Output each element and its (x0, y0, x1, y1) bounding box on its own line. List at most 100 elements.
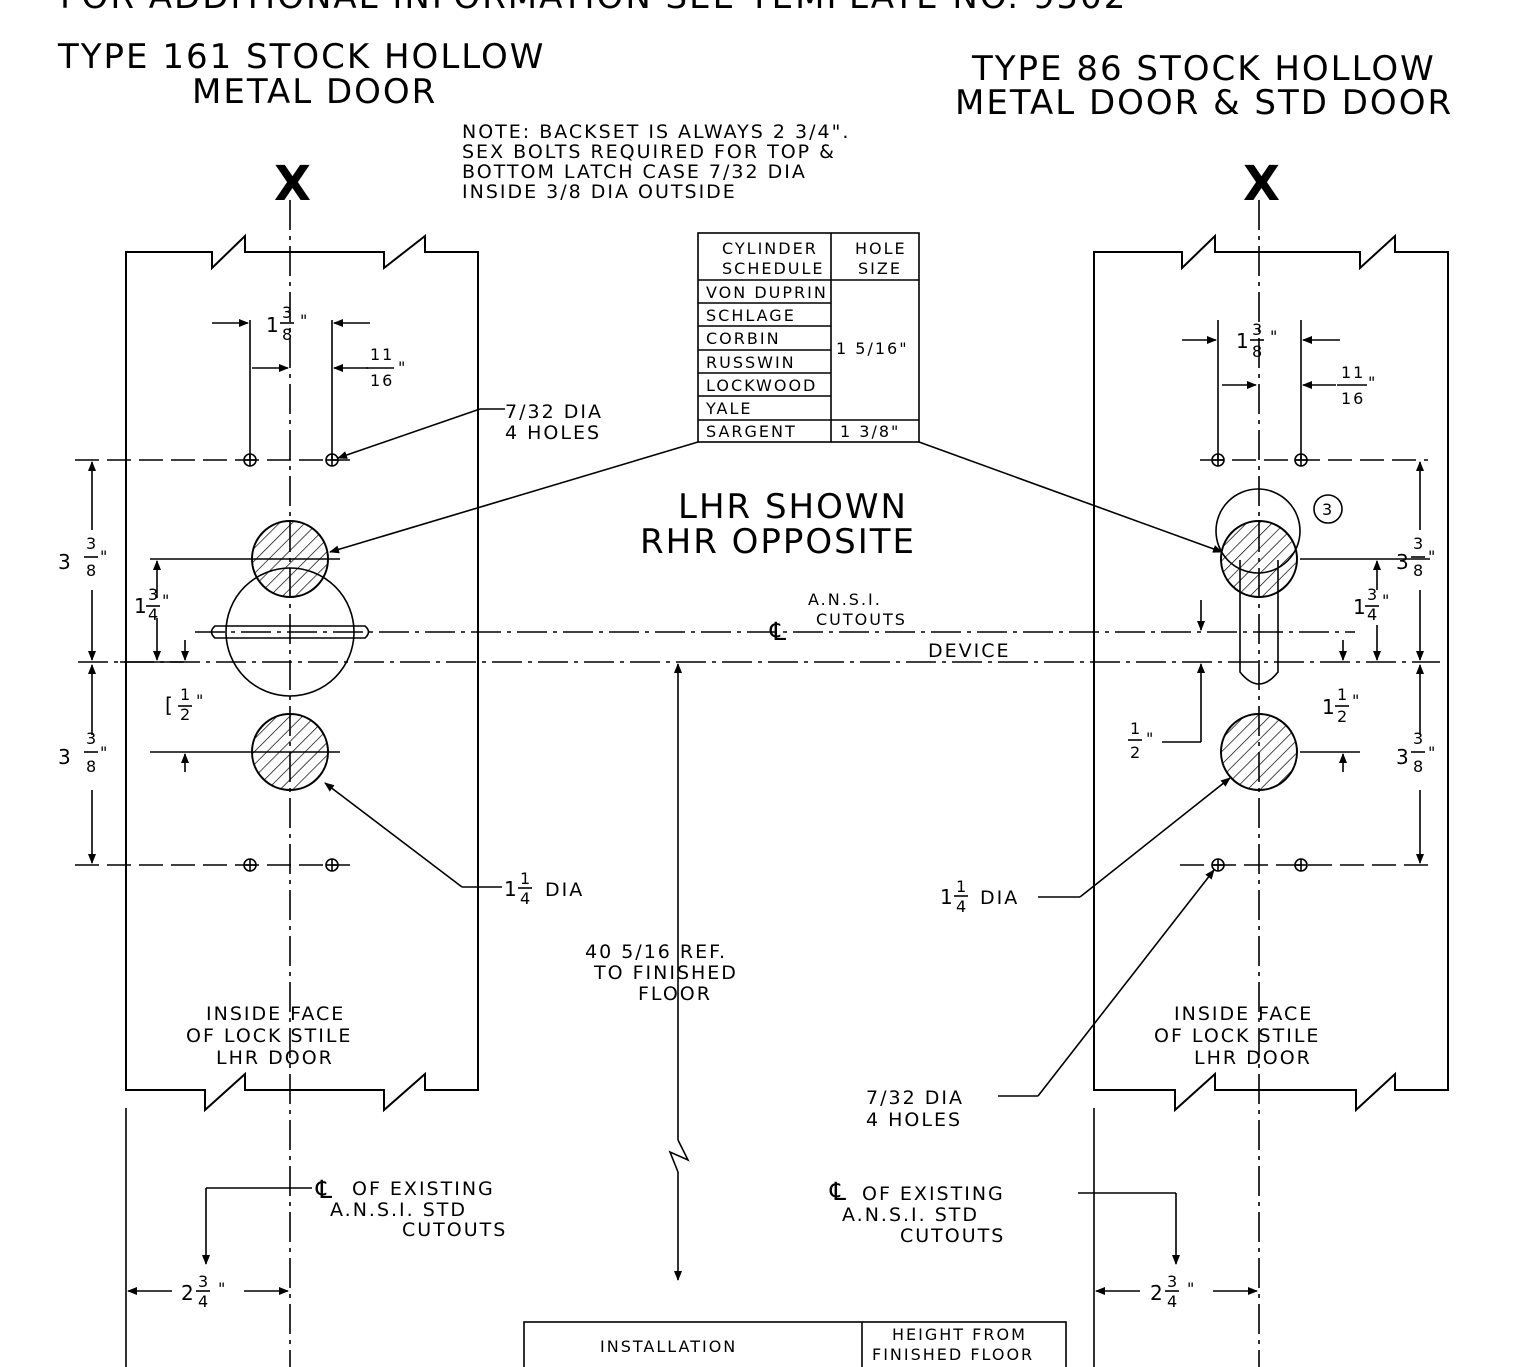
right-backset-num: 3 (1167, 1272, 1179, 1291)
right-backset-den: 4 (1167, 1292, 1179, 1311)
hole-header-2: SIZE (858, 259, 902, 278)
right-1-3-4-num: 3 (1367, 585, 1379, 604)
right-lower-3-3-8-whole: 3 (1396, 745, 1411, 769)
right-1-3-4-inch: " (1382, 591, 1391, 610)
right-1-1-2-whole: 1 (1322, 695, 1337, 719)
right-lower-3-3-8-num: 3 (1413, 729, 1425, 748)
right-lower-3-3-8-inch: " (1428, 743, 1437, 762)
left-backset-den: 4 (198, 1292, 210, 1311)
right-holes-label-1: 7/32 DIA (866, 1087, 964, 1109)
left-backset-whole: 2 (181, 1281, 196, 1305)
cyl-row-lockwood: LOCKWOOD (706, 376, 817, 395)
left-lower-3-3-8-inch: " (100, 743, 109, 762)
left-1-3-4-inch: " (162, 591, 171, 610)
left-top-1-3-8-whole: 1 (266, 313, 281, 337)
right-1-2-inch: " (1146, 729, 1155, 748)
right-1-2-num: 1 (1130, 719, 1142, 738)
right-11-16-inch: " (1368, 373, 1377, 392)
left-1-3-4-num: 3 (148, 585, 160, 604)
left-inside-face-1: INSIDE FACE (206, 1003, 345, 1025)
right-1-1-2-num: 1 (1337, 685, 1349, 704)
left-door (125, 200, 479, 1367)
height-header-2: FINISHED FLOOR (872, 1345, 1034, 1364)
note-line-4: INSIDE 3/8 DIA OUTSIDE (462, 181, 737, 203)
left-dia-label: DIA (545, 879, 584, 901)
right-hardware: 3 (1180, 320, 1430, 872)
right-holes-label-2: 4 HOLES (866, 1109, 962, 1131)
left-title-line-2: METAL DOOR (192, 72, 437, 112)
left-inside-face-3: LHR DOOR (216, 1047, 334, 1069)
left-holes-label-2: 4 HOLES (505, 422, 601, 444)
left-backset-inch: " (218, 1279, 227, 1298)
right-inside-face-1: INSIDE FACE (1174, 1003, 1313, 1025)
left-existing-cl-symbol: ℄ (315, 1175, 334, 1204)
right-title-line-2: METAL DOOR & STD DOOR (955, 83, 1453, 123)
cyl-row-corbin: CORBIN (706, 329, 781, 348)
cylinder-schedule-table: CYLINDER SCHEDULE HOLE SIZE VON DUPRIN S… (697, 232, 920, 443)
hole-size-main: 1 5/16" (836, 339, 909, 358)
left-existing-2: A.N.S.I. STD (330, 1199, 467, 1221)
left-title-line-1: TYPE 161 STOCK HOLLOW (57, 37, 545, 77)
right-11-16-den: 16 (1341, 389, 1365, 408)
left-11-16-num: 11 (370, 345, 394, 364)
right-inside-face-3: LHR DOOR (1194, 1047, 1312, 1069)
left-11-16-den: 16 (370, 371, 394, 390)
cyl-header-2: SCHEDULE (722, 259, 825, 278)
right-inside-face-2: OF LOCK STILE (1154, 1025, 1320, 1047)
right-title-line-1: TYPE 86 STOCK HOLLOW (971, 49, 1436, 89)
left-top-1-3-8-den: 8 (282, 325, 294, 344)
ref-label-2: TO FINISHED (593, 962, 738, 984)
right-door (1093, 200, 1449, 1367)
hole-size-sargent: 1 3/8" (840, 422, 900, 441)
right-upper-3-3-8-den: 8 (1413, 561, 1425, 580)
left-1-2-num: 1 (180, 685, 192, 704)
right-existing-1: OF EXISTING (862, 1183, 1005, 1205)
note-3-number: 3 (1322, 500, 1334, 519)
installation-table: INSTALLATION HEIGHT FROM FINISHED FLOOR (523, 1321, 1067, 1367)
left-inside-face-2: OF LOCK STILE (186, 1025, 352, 1047)
left-top-1-3-8-num: 3 (282, 303, 294, 322)
left-upper-3-3-8-num: 3 (86, 534, 98, 553)
right-top-1-3-8-den: 8 (1252, 342, 1264, 361)
cyl-header-1: CYLINDER (722, 239, 818, 258)
right-top-1-3-8-inch: " (1270, 327, 1279, 346)
right-upper-3-3-8-whole: 3 (1396, 550, 1411, 574)
cyl-row-sargent: SARGENT (706, 422, 797, 441)
left-1-3-4-whole: 1 (134, 594, 149, 618)
centerline-symbol-ansi: ℄ (769, 617, 788, 646)
left-1-2-den: 2 (180, 705, 192, 724)
right-top-1-3-8-whole: 1 (1236, 329, 1251, 353)
left-lower-3-3-8-whole: 3 (58, 745, 73, 769)
right-1-1-2-inch: " (1352, 691, 1361, 710)
left-1-2-whole: [ (165, 693, 175, 717)
hole-header-1: HOLE (855, 239, 907, 258)
installation-header: INSTALLATION (600, 1337, 737, 1356)
note-line-3: BOTTOM LATCH CASE 7/32 DIA (462, 161, 807, 183)
cyl-row-von-duprin: VON DUPRIN (706, 283, 828, 302)
lhr-shown: LHR SHOWN (678, 487, 908, 527)
right-existing-3: CUTOUTS (900, 1225, 1005, 1247)
left-upper-3-3-8-den: 8 (86, 561, 98, 580)
left-backset-num: 3 (198, 1272, 210, 1291)
note-3-circle (1313, 494, 1343, 524)
right-backset-inch: " (1187, 1279, 1196, 1298)
left-dia-whole: 1 (504, 877, 519, 901)
left-lower-3-3-8-num: 3 (86, 729, 98, 748)
left-existing-3: CUTOUTS (402, 1219, 507, 1241)
note-line-2: SEX BOLTS REQUIRED FOR TOP & (462, 141, 836, 163)
right-dia-num: 1 (956, 877, 968, 896)
cyl-row-schlage: SCHLAGE (706, 306, 796, 325)
ansi-cutouts-line-2: CUTOUTS (816, 610, 907, 629)
right-upper-3-3-8-num: 3 (1413, 534, 1425, 553)
cyl-row-yale: YALE (705, 399, 753, 418)
right-11-16-num: 11 (1341, 363, 1365, 382)
right-dia-whole: 1 (940, 885, 955, 909)
left-dia-num: 1 (520, 869, 532, 888)
left-upper-3-3-8-whole: 3 (58, 550, 73, 574)
ref-label-1: 40 5/16 REF. (585, 941, 727, 963)
right-1-3-4-whole: 1 (1353, 595, 1368, 619)
device-label: DEVICE (928, 640, 1011, 662)
left-x-mark: X (274, 156, 313, 212)
ansi-cutouts-line-1: A.N.S.I. (808, 590, 882, 609)
